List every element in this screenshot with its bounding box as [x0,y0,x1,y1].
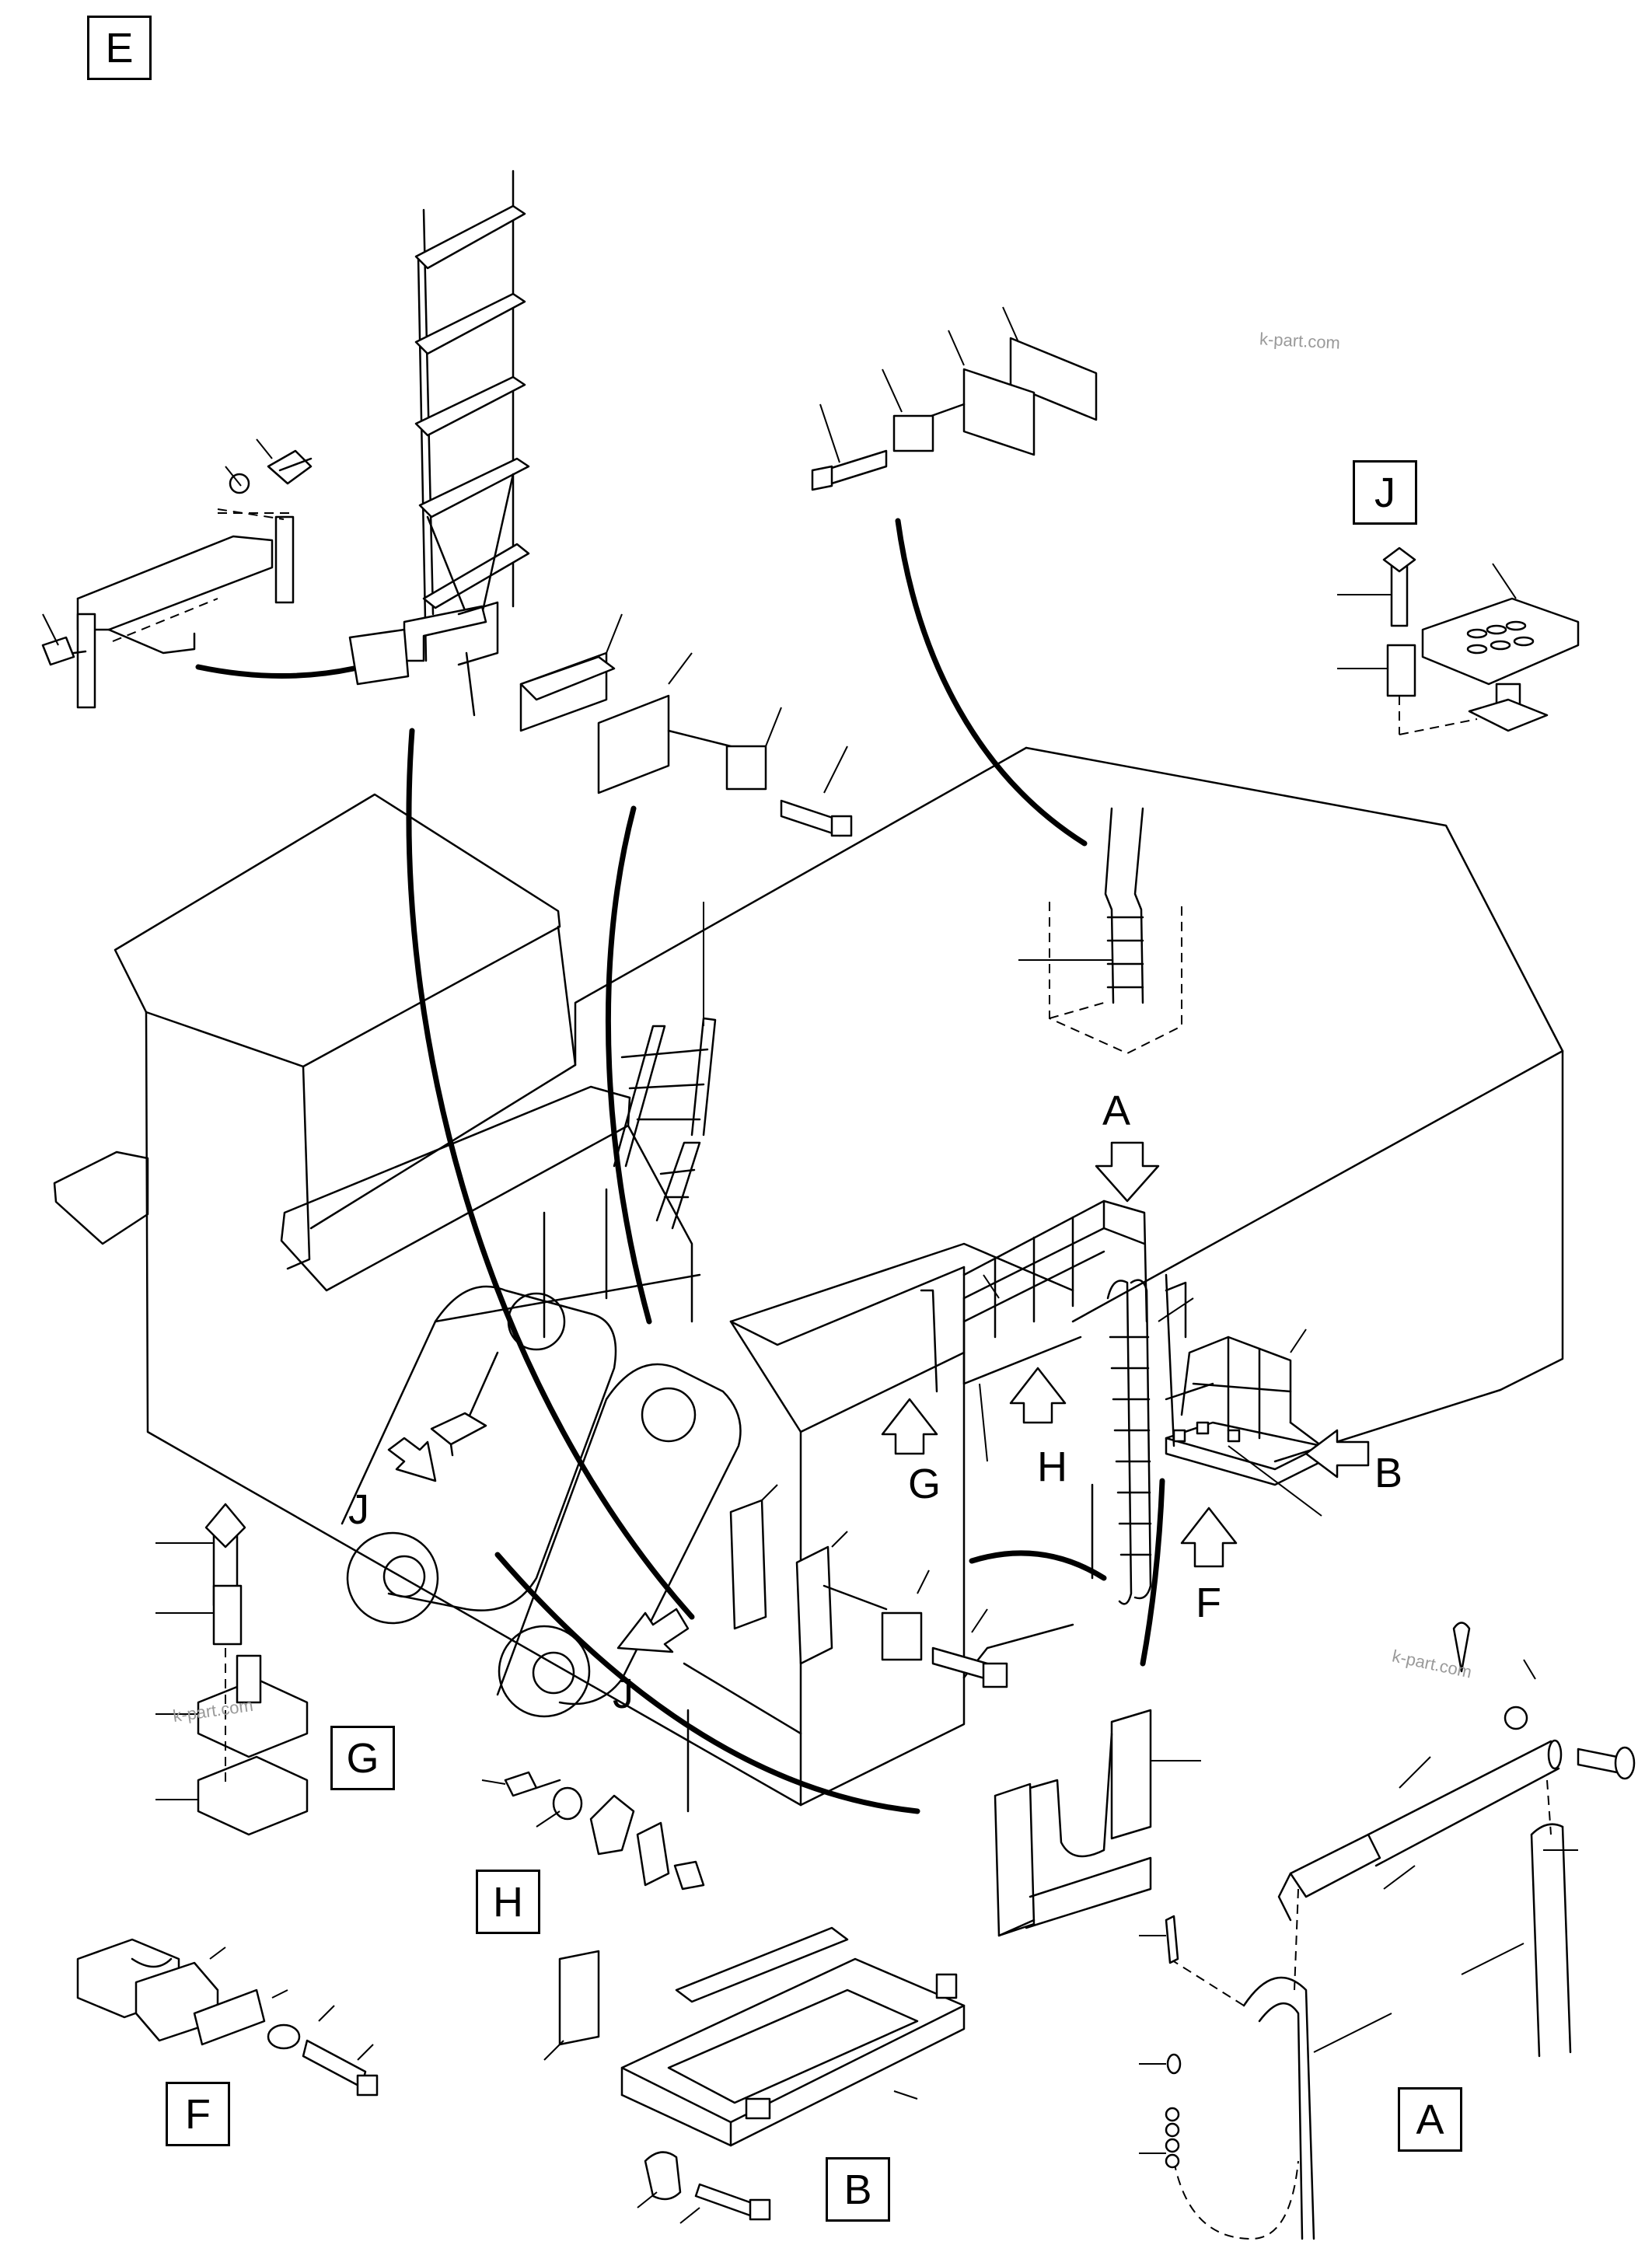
view-label-j: J [1353,460,1417,525]
view-b-detail [543,1926,966,2224]
view-label-a: A [1398,2087,1462,2152]
pin-assembly-middle-lower [729,1484,1008,1688]
pin-assembly-top-middle [519,613,853,837]
view-g-detail [155,1503,309,1836]
arrow-label-h: H [1037,1444,1067,1490]
arrow-label-b: B [1374,1450,1403,1496]
view-e-ladder [348,169,530,717]
machine-railing [920,1199,1148,1393]
view-label-f: F [166,2082,230,2146]
arrow-label-f: F [1196,1580,1221,1626]
callout-curves [195,518,1165,1814]
view-h-detail [481,1771,705,1891]
top-left-bracket [41,438,313,709]
arrow-label-j-bottom: J [613,1671,634,1717]
machine-platform [1165,1273,1323,1486]
machine-front-ladder [1091,1279,1152,1605]
leader-lines [703,902,1322,1517]
view-label-b: B [826,2157,890,2222]
view-f-detail [76,1938,379,2097]
view-j-step [1337,546,1580,735]
arrow-label-g: G [908,1461,941,1507]
watermark-top-right: k-part.com [1259,329,1341,353]
pin-assembly-top-right [811,306,1098,491]
arrow-label-j-left: J [348,1486,369,1533]
machine-rear-ladder [613,1017,717,1230]
arrow-label-a: A [1102,1088,1131,1134]
saddle-bracket [994,1709,1201,1937]
small-ladder-detail [1018,807,1182,1055]
view-label-e: E [87,16,152,80]
view-arrows [387,1141,1370,1653]
view-label-g: G [330,1726,395,1790]
view-label-h: H [476,1870,540,1934]
view-a-handrail [1139,1622,1636,2240]
